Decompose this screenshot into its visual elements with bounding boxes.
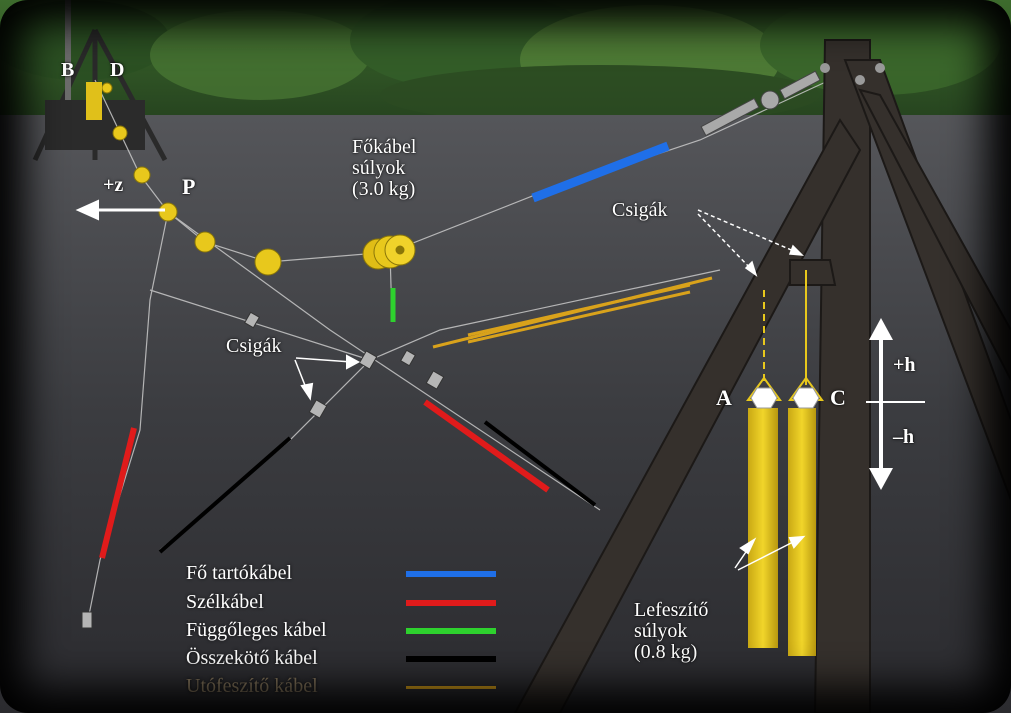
tension-weight-c — [788, 376, 824, 656]
height-axis-arrow — [866, 318, 925, 490]
right-frame — [513, 39, 1011, 713]
legend-item-post-tension-cable: Utófeszítő kábel — [186, 675, 506, 701]
turnbuckle — [700, 70, 821, 137]
legend-label: Utófeszítő kábel — [186, 675, 318, 697]
annotation-arrows — [75, 199, 806, 571]
label-pulleys-left: Csigák — [226, 335, 282, 357]
frame-bolts — [820, 63, 885, 85]
legend-item-main-cable: Fő tartókábel — [186, 562, 506, 588]
label-b: B — [61, 59, 75, 81]
label-plus-z: +z — [103, 174, 124, 196]
legend-label: Fő tartókábel — [186, 562, 293, 584]
label-d: D — [110, 59, 125, 81]
wind-cable-highlight-right — [423, 399, 550, 493]
legend-item-wind-cable: Szélkábel — [186, 591, 506, 617]
legend-swatch-wind-cable — [406, 600, 496, 606]
label-main-weights: Főkábel súlyok (3.0 kg) — [352, 136, 417, 200]
legend-swatch-connecting-cable — [406, 656, 496, 662]
wind-cable-highlight-left — [99, 427, 137, 559]
tension-weight-a — [746, 376, 782, 648]
post-tension-cable-highlight — [432, 276, 713, 349]
label-a: A — [716, 385, 732, 410]
legend-label: Függőleges kábel — [186, 619, 327, 641]
label-p: P — [182, 174, 196, 199]
pulley-clamps — [81, 311, 445, 629]
legend-swatch-post-tension-cable — [406, 686, 496, 689]
legend-item-vertical-cable: Függőleges kábel — [186, 619, 506, 645]
legend-swatch-vertical-cable — [406, 628, 496, 634]
legend-label: Összekötő kábel — [186, 647, 318, 669]
background-weight — [86, 82, 102, 120]
connecting-cable-highlight-left — [158, 436, 292, 554]
connecting-cable-highlight-right — [483, 420, 597, 507]
main-cable-weights — [101, 82, 416, 276]
legend-label: Szélkábel — [186, 591, 264, 613]
label-minus-h: –h — [893, 426, 915, 448]
label-tension-weights: Lefeszítő súlyok (0.8 kg) — [634, 599, 709, 663]
legend-item-connecting-cable: Összekötő kábel — [186, 647, 506, 673]
legend-swatch-main-cable — [406, 571, 496, 577]
label-c: C — [830, 385, 846, 410]
foliage-texture — [0, 0, 1000, 125]
pulley-dashed-arrows — [697, 209, 804, 277]
label-plus-h: +h — [893, 354, 916, 376]
label-pulleys-right: Csigák — [612, 199, 668, 221]
main-cable-highlight — [531, 141, 670, 203]
